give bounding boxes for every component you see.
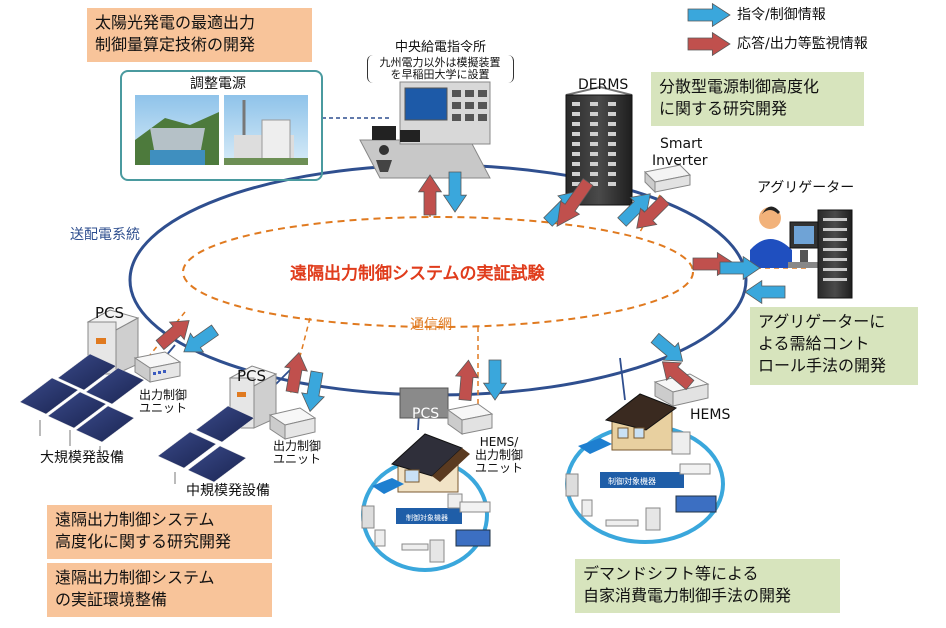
comm-network-ring xyxy=(182,216,694,328)
distributed-line-2: に関する研究開発 xyxy=(659,99,788,118)
remote-adv-line-2: 高度化に関する研究開発 xyxy=(55,532,232,551)
central-note-bracket xyxy=(367,55,514,83)
medium-plant-response-arrow xyxy=(283,351,308,394)
large-plant-command-arrow xyxy=(183,324,219,353)
distributed-line-1: 分散型電源制御高度化 xyxy=(659,77,820,96)
derms-label: DERMS xyxy=(578,77,629,93)
legend-response-label: 応答/出力等監視情報 xyxy=(737,36,868,52)
solar-calc-line-1: 太陽光発電の最適出力 xyxy=(95,13,256,32)
house-1-response-arrow xyxy=(454,359,480,401)
house-2-controlled-devices-label: 制御対象機器 xyxy=(608,476,656,486)
regulating-power-label: 調整電源 xyxy=(190,76,246,92)
legend-arrows xyxy=(687,2,731,57)
solar-calc-box: 太陽光発電の最適出力 制御量算定技術の開発 xyxy=(87,8,312,62)
large-plant-response-arrow xyxy=(155,320,190,351)
aggregator-dev-box: アグリゲーターに よる需給コント ロール手法の開発 xyxy=(750,307,918,385)
remote-env-box: 遠隔出力制御システム の実証環境整備 xyxy=(47,563,272,617)
regulating-power-images xyxy=(135,95,308,165)
central-note-line-1: 九州電力以外は模擬装置 xyxy=(379,56,501,69)
comm-network-label: 通信網 xyxy=(410,317,452,333)
legend-response-arrow xyxy=(687,31,731,57)
medium-unit-label-1: 出力制御 xyxy=(272,439,321,453)
central-note-line-2: を早稲田大学に設置 xyxy=(390,68,490,81)
remote-adv-line-1: 遠隔出力制御システム xyxy=(55,510,215,529)
transmission-label: 送配電系統 xyxy=(70,227,140,243)
large-unit-label-1: 出力制御 xyxy=(138,388,187,402)
hems-unit-label-2: 出力制御 xyxy=(474,448,523,462)
house-pcs-label: PCS xyxy=(412,406,440,422)
house-1-command-arrow xyxy=(482,359,508,401)
large-plant-equipment xyxy=(19,309,182,458)
smart-inverter-label-2: Inverter xyxy=(652,153,708,169)
aggregator-return-arrow xyxy=(744,279,786,305)
smart-inverter-device xyxy=(643,164,692,194)
aggregator-label: アグリゲーター xyxy=(757,180,855,196)
demand-line-1: デマンドシフト等による xyxy=(583,564,759,583)
demand-line-2: 自家消費電力制御手法の開発 xyxy=(583,586,792,605)
smart-inverter-response-arrow xyxy=(636,195,670,229)
large-unit-label-2: ユニット xyxy=(138,401,187,415)
legend-command-arrow xyxy=(687,2,731,28)
smart-inverter-label-1: Smart xyxy=(660,136,703,152)
derms-response-arrow xyxy=(556,178,594,227)
signal-arrows xyxy=(155,171,786,413)
house-1-controlled-devices-label: 制御対象機器 xyxy=(406,513,448,522)
large-pcs-label: PCS xyxy=(95,304,125,322)
legend-command-label: 指令/制御情報 xyxy=(737,7,826,23)
central-response-arrow xyxy=(417,174,443,216)
house-2-cluster: 制御対象機器 xyxy=(565,393,725,544)
remote-env-line-1: 遠隔出力制御システム xyxy=(55,568,215,587)
smart-inverter-command-arrow xyxy=(617,193,651,227)
large-plant-label: 大規模発設備 xyxy=(40,450,124,466)
medium-plant-equipment xyxy=(157,365,317,494)
main-title: 遠隔出力制御システムの実証試験 xyxy=(290,264,545,284)
medium-plant-label: 中規模発設備 xyxy=(186,483,270,499)
central-command-arrow xyxy=(442,171,468,213)
medium-plant-command-arrow xyxy=(301,370,326,413)
house-1-cluster: 制御対象機器 xyxy=(361,387,494,572)
aggregator-dev-line-1: アグリゲーターに xyxy=(758,312,886,331)
aggregator-dev-line-2: よる需給コント xyxy=(758,334,870,353)
aggregator-dev-line-3: ロール手法の開発 xyxy=(758,356,887,375)
central-dispatch-console xyxy=(359,81,491,179)
demand-shift-box: デマンドシフト等による 自家消費電力制御手法の開発 xyxy=(575,559,840,613)
hems-unit-label-1: HEMS/ xyxy=(479,435,519,449)
regulating-power-frame xyxy=(120,70,323,181)
hems-response-arrow xyxy=(661,361,695,391)
aggregator-station xyxy=(750,206,853,299)
solar-calc-line-2: 制御量算定技術の開発 xyxy=(95,35,256,54)
remote-adv-box: 遠隔出力制御システム 高度化に関する研究開発 xyxy=(47,505,272,559)
distributed-control-box: 分散型電源制御高度化 に関する研究開発 xyxy=(651,72,864,126)
hems-label: HEMS xyxy=(690,407,731,423)
central-dispatch-label: 中央給電指令所 xyxy=(395,40,487,55)
medium-unit-label-2: ユニット xyxy=(272,452,321,466)
derms-rack xyxy=(565,86,633,206)
hems-unit-label-3: ユニット xyxy=(474,461,523,475)
hems-command-arrow xyxy=(650,332,684,362)
remote-env-line-2: の実証環境整備 xyxy=(55,590,168,609)
aggregator-command-arrow xyxy=(719,255,761,281)
medium-pcs-label: PCS xyxy=(237,367,267,385)
